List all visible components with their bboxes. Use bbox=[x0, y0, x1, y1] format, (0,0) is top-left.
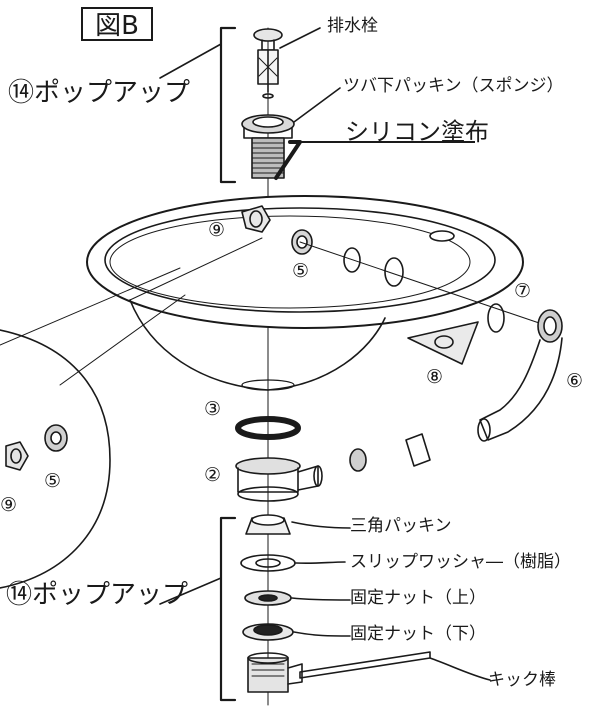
flange-packing-leader bbox=[293, 87, 341, 123]
fixing-nut-lower-icon bbox=[242, 623, 294, 641]
part-number-7: ⑦ bbox=[514, 280, 532, 302]
drain-plug-leader bbox=[279, 27, 321, 49]
triangle-packing-label: 三角パッキン bbox=[350, 516, 452, 536]
slip-washer-icon bbox=[240, 554, 296, 572]
bottom-bracket bbox=[219, 516, 237, 702]
gasket-ring-icon bbox=[235, 416, 301, 440]
overflow-elbow-icon bbox=[477, 309, 563, 442]
ring-b-icon bbox=[384, 257, 404, 287]
triangle-plate-icon bbox=[407, 321, 479, 365]
fixing-nut-upper-label: 固定ナット（上） bbox=[350, 588, 486, 608]
small-nut-icon bbox=[349, 448, 367, 472]
bottom-bracket-leader bbox=[159, 577, 222, 605]
overflow-packing-icon bbox=[291, 229, 313, 255]
part-number-9-bowl: ⑨ bbox=[208, 219, 226, 241]
top-bracket bbox=[219, 26, 237, 184]
detail-packing-icon bbox=[44, 424, 68, 452]
silicone-underline bbox=[290, 141, 475, 143]
ring-a-icon bbox=[343, 247, 361, 273]
part-number-5-bowl: ⑤ bbox=[292, 260, 310, 282]
drain-plug-icon bbox=[253, 28, 283, 99]
drain-plug-label: 排水栓 bbox=[327, 16, 378, 36]
drain-body-icon bbox=[235, 457, 323, 502]
kick-rod-icon bbox=[299, 651, 431, 679]
basin-icon bbox=[86, 195, 524, 391]
overflow-axis-2 bbox=[129, 237, 263, 301]
part-number-9-detail: ⑨ bbox=[0, 494, 18, 516]
triangle-packing-icon bbox=[245, 514, 291, 535]
overflow-nut-icon bbox=[241, 205, 271, 233]
part-number-8: ⑧ bbox=[426, 366, 444, 388]
sleeve-icon bbox=[405, 433, 431, 467]
kick-rod-label: キック棒 bbox=[488, 670, 556, 690]
top-bracket-leader bbox=[159, 43, 222, 79]
flange-packing-label: ツバ下パッキン（スポンジ） bbox=[343, 76, 564, 96]
part-number-3: ③ bbox=[204, 398, 222, 420]
slip-washer-label: スリップワッシャ―（樹脂） bbox=[350, 552, 571, 572]
fixing-nut-upper-icon bbox=[244, 590, 292, 606]
ring-c-icon bbox=[487, 303, 505, 333]
kick-tee-icon bbox=[247, 652, 303, 693]
popup-label-bottom: ⑭ポップアップ bbox=[6, 580, 189, 610]
detail-nut-icon bbox=[5, 441, 29, 471]
flange-body-icon bbox=[241, 114, 295, 179]
part-number-6: ⑥ bbox=[566, 370, 584, 392]
part-number-5-detail: ⑤ bbox=[44, 470, 62, 492]
figure-label: 図B bbox=[81, 7, 153, 41]
detail-circle bbox=[0, 329, 111, 589]
part-number-2: ② bbox=[204, 464, 222, 486]
fixing-nut-lower-label: 固定ナット（下） bbox=[350, 624, 486, 644]
overflow-axis bbox=[299, 241, 549, 327]
popup-label-top: ⑭ポップアップ bbox=[8, 78, 191, 108]
